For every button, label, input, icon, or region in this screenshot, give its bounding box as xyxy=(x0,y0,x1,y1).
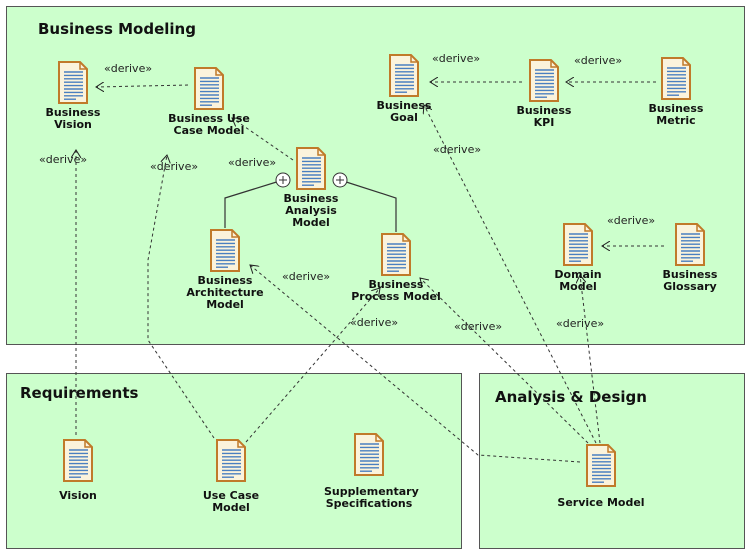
derive-label: «derive» xyxy=(350,316,399,329)
derive-label: «derive» xyxy=(150,160,199,173)
derive-line-service-to-domain xyxy=(580,275,601,444)
document-icon xyxy=(210,229,240,272)
derive-label: «derive» xyxy=(454,320,503,333)
document-icon xyxy=(381,233,411,276)
derive-label: «derive» xyxy=(228,156,277,169)
derive-line-analysis-to-uc xyxy=(232,118,294,161)
artifact-label: Business Architecture Model xyxy=(186,274,264,311)
derive-line-usecase-to-bpm xyxy=(245,288,380,443)
artifact-label: Business Metric xyxy=(648,102,704,127)
artifact-domain-model[interactable]: Domain Model xyxy=(533,222,623,293)
document-icon xyxy=(216,439,246,482)
artifact-service-model[interactable]: Service Model xyxy=(556,443,646,509)
document-icon xyxy=(296,147,326,190)
derive-line-service-to-bpm xyxy=(420,278,589,444)
artifact-business-vision[interactable]: Business Vision xyxy=(28,60,118,131)
artifact-label: Business Goal xyxy=(376,99,432,124)
analysis-design-title: Analysis & Design xyxy=(495,388,647,406)
artifact-business-metric[interactable]: Business Metric xyxy=(631,56,721,127)
document-icon xyxy=(563,223,593,266)
document-icon xyxy=(354,433,384,476)
artifact-label: Supplementary Specifications xyxy=(324,485,419,510)
composition-line-process xyxy=(339,179,397,232)
artifact-label: Domain Model xyxy=(554,268,602,293)
derive-line-usecase-to-bucm xyxy=(147,155,215,439)
artifact-vision[interactable]: Vision xyxy=(33,438,123,502)
document-icon xyxy=(529,59,559,102)
artifact-business-glossary[interactable]: Business Glossary xyxy=(645,222,735,293)
business-modeling-title: Business Modeling xyxy=(38,20,196,38)
artifact-label: Business KPI xyxy=(516,104,572,129)
derive-label: «derive» xyxy=(607,214,656,227)
artifact-business-goal[interactable]: Business Goal xyxy=(359,53,449,124)
artifact-label: Vision xyxy=(59,489,97,502)
artifact-business-analysis-model[interactable]: Business Analysis Model xyxy=(266,146,356,229)
derive-label: «derive» xyxy=(556,317,605,330)
artifact-label: Business Process Model xyxy=(351,278,441,303)
artifact-business-process-model[interactable]: Business Process Model xyxy=(351,232,441,303)
composition-line-architecture xyxy=(224,179,284,228)
composition-circle-left xyxy=(275,172,291,188)
document-icon xyxy=(661,57,691,100)
artifact-business-use-case-model[interactable]: Business Use Case Model xyxy=(164,66,254,137)
document-icon xyxy=(58,61,88,104)
derive-label: «derive» xyxy=(433,143,482,156)
artifact-label: Business Analysis Model xyxy=(283,192,339,229)
derive-label: «derive» xyxy=(432,52,481,65)
composition-circle-right xyxy=(332,172,348,188)
requirements-title: Requirements xyxy=(20,384,139,402)
document-icon xyxy=(586,444,616,487)
derive-label: «derive» xyxy=(574,54,623,67)
artifact-supplementary-specifications[interactable]: Supplementary Specifications xyxy=(324,432,419,510)
document-icon xyxy=(675,223,705,266)
artifact-label: Business Use Case Model xyxy=(168,112,250,137)
document-icon xyxy=(63,439,93,482)
artifact-label: Use Case Model xyxy=(202,489,260,514)
document-icon xyxy=(194,67,224,110)
derive-line-service-to-bam xyxy=(250,265,581,463)
document-icon xyxy=(389,54,419,97)
artifact-label: Business Vision xyxy=(45,106,101,131)
artifact-label: Service Model xyxy=(557,496,645,509)
derive-label: «derive» xyxy=(39,153,88,166)
artifact-use-case-model[interactable]: Use Case Model xyxy=(186,438,276,514)
derive-label: «derive» xyxy=(282,270,331,283)
artifact-business-architecture-model[interactable]: Business Architecture Model xyxy=(180,228,270,311)
artifact-business-kpi[interactable]: Business KPI xyxy=(499,58,589,129)
artifact-label: Business Glossary xyxy=(662,268,718,293)
derive-label: «derive» xyxy=(104,62,153,75)
